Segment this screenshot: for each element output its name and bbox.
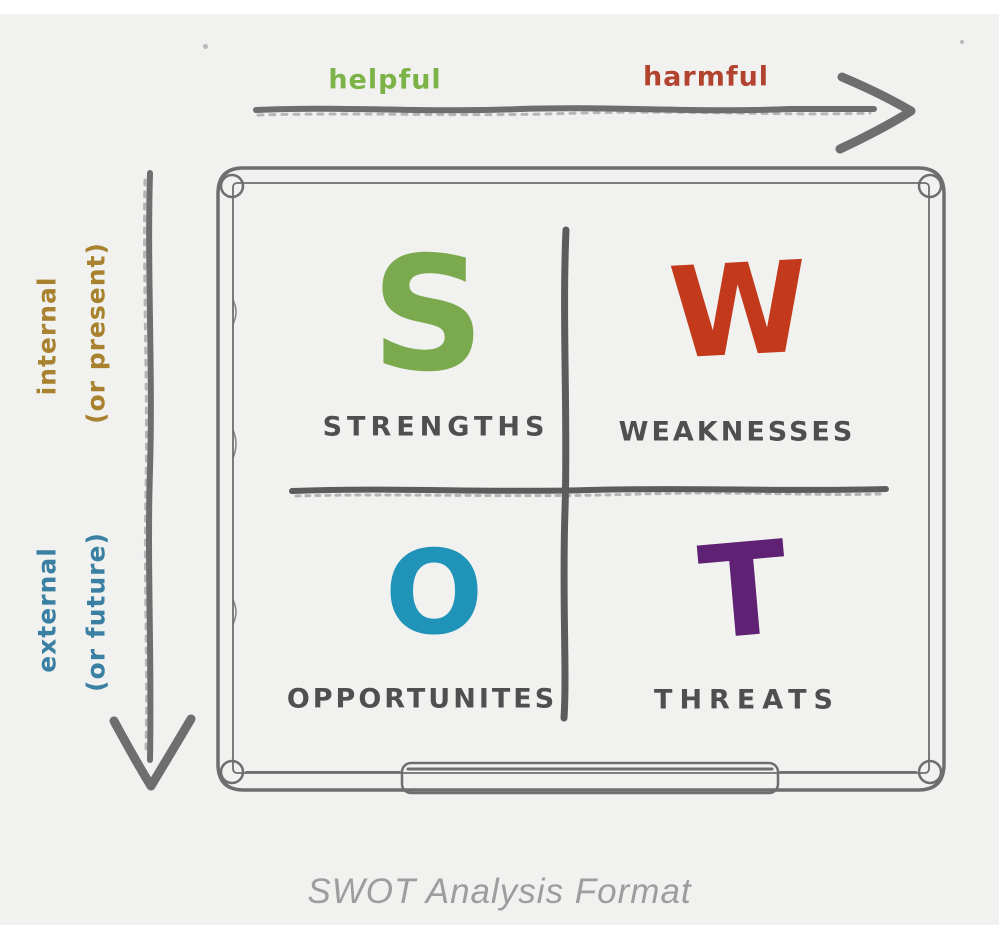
strengths-letter: S: [371, 223, 485, 407]
opportunities-letter: O: [384, 526, 484, 661]
strengths-label: STRENGTHS: [322, 411, 550, 443]
side-axis-sublabel-or-future: (or future): [81, 532, 111, 692]
side-axis-label-internal: internal: [32, 276, 62, 396]
right-arrow-icon: [253, 72, 916, 154]
weaknesses-letter: W: [665, 233, 813, 388]
sketch-layer: [109, 72, 946, 795]
down-arrow-icon: [109, 170, 196, 791]
top-axis-label-helpful: helpful: [328, 64, 442, 96]
top-axis-label-harmful: harmful: [642, 61, 770, 93]
speck-dot-left: [203, 44, 208, 49]
threats-label: THREATS: [654, 684, 840, 716]
marker-tray-icon: [245, 761, 917, 795]
weaknesses-label: WEAKNESSES: [618, 416, 856, 448]
quadrant-divider: [289, 226, 889, 722]
side-axis-sublabel-or-present: (or present): [81, 242, 111, 424]
whiteboard-frame: [216, 166, 946, 795]
swot-diagram: helpful harmful internal (or present) ex…: [0, 14, 999, 925]
threats-letter: T: [693, 513, 794, 670]
side-axis-label-external: external: [32, 547, 62, 673]
opportunities-label: OPPORTUNITES: [286, 683, 558, 715]
speck-dot-right: [960, 40, 964, 44]
diagram-caption: SWOT Analysis Format: [307, 872, 692, 911]
